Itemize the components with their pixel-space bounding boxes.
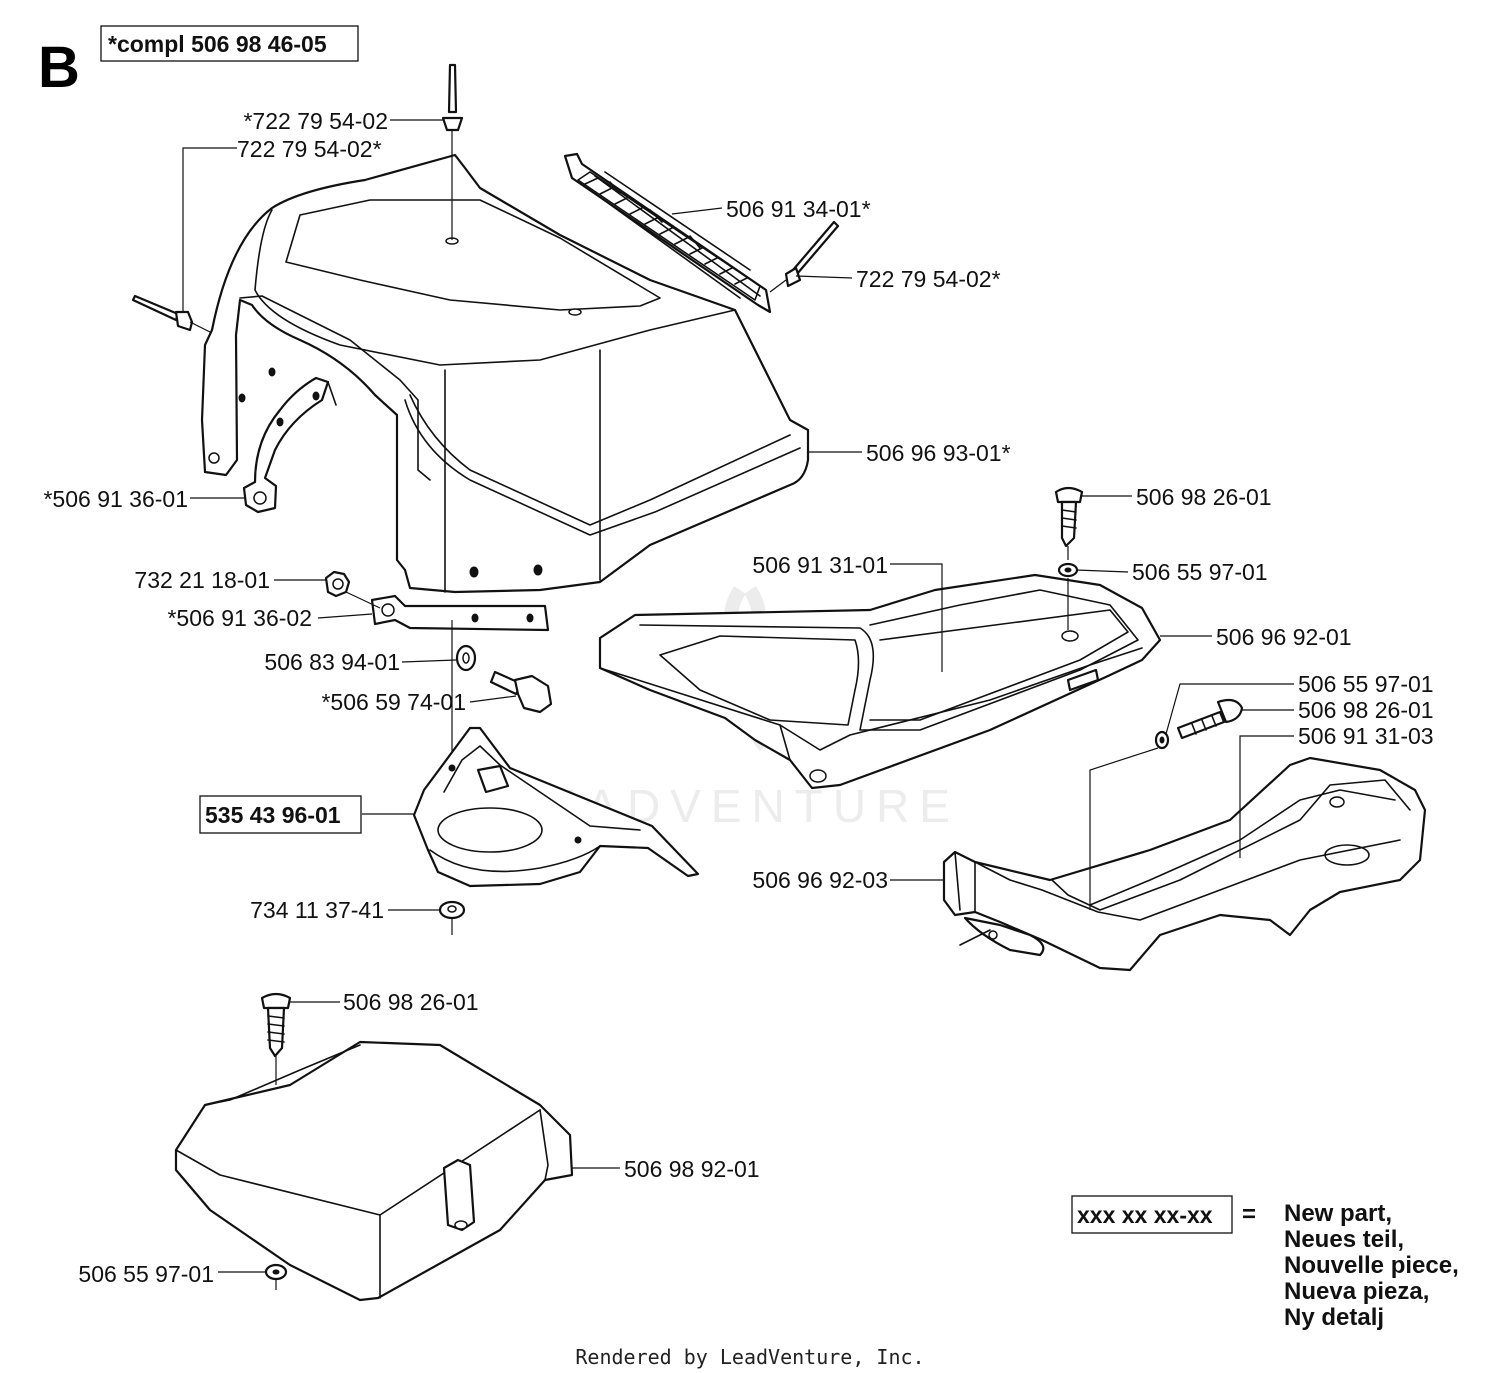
label-washer-e[interactable]: 506 55 97-01 [78, 1261, 214, 1287]
assembly-label[interactable]: *compl 506 98 46-05 [108, 31, 327, 57]
label-washer-b[interactable]: 506 55 97-01 [1298, 671, 1434, 697]
legend-line-3: Nouvelle piece, [1284, 1252, 1459, 1279]
cover-right-part[interactable] [942, 756, 1427, 972]
label-washer-a[interactable]: 506 55 97-01 [1132, 559, 1268, 585]
washer-d-part[interactable] [438, 900, 466, 920]
label-bracket-lower[interactable]: *506 91 36-02 [167, 605, 312, 631]
box-cover-part[interactable] [174, 1040, 574, 1302]
legend-line-2: Neues teil, [1284, 1226, 1404, 1253]
label-knob-a[interactable]: 506 98 26-01 [1136, 484, 1272, 510]
bracket-lower-part[interactable] [370, 594, 550, 632]
washer-a-part[interactable] [1057, 562, 1079, 578]
knob-a-part[interactable] [1054, 486, 1084, 548]
label-panel-b[interactable]: 506 96 92-03 [752, 867, 888, 893]
label-panel-a[interactable]: 506 96 92-01 [1216, 624, 1352, 650]
leader-lines [182, 119, 1294, 1273]
label-rivet-right[interactable]: 722 79 54-02* [856, 266, 1001, 292]
label-funnel[interactable]: 535 43 96-01 [205, 802, 341, 828]
bracket-left-part[interactable] [242, 376, 337, 514]
rivet-left-part[interactable] [131, 294, 194, 332]
label-cover-center[interactable]: 506 91 31-01 [752, 552, 888, 578]
funnel-new-part-box [199, 795, 362, 834]
label-screw[interactable]: *506 59 74-01 [321, 689, 466, 715]
washer-c-part[interactable] [455, 644, 477, 672]
screw-part[interactable] [489, 670, 553, 714]
label-washer-c[interactable]: 506 83 94-01 [264, 649, 400, 675]
washer-b-part[interactable] [1154, 730, 1170, 750]
hood-part[interactable] [200, 153, 810, 594]
label-bracket-left[interactable]: *506 91 36-01 [43, 486, 188, 512]
footer-credit: Rendered by LeadVenture, Inc. [575, 1345, 924, 1369]
section-letter: B [38, 35, 80, 100]
label-nut[interactable]: 732 21 18-01 [134, 567, 270, 593]
legend: xxx xx xx-xx = New part, Neues teil, Nou… [1071, 1195, 1459, 1331]
label-knob-c[interactable]: 506 98 26-01 [343, 989, 479, 1015]
legend-code-box [1071, 1195, 1233, 1234]
legend-line-4: Nueva pieza, [1284, 1278, 1429, 1305]
rivet-top-part[interactable] [441, 63, 464, 132]
grille-part[interactable] [563, 152, 772, 314]
legend-equals: = [1242, 1201, 1256, 1228]
knob-c-part[interactable] [260, 992, 292, 1058]
legend-line-1: New part, [1284, 1200, 1392, 1227]
label-cover-right[interactable]: 506 91 31-03 [1298, 723, 1434, 749]
label-grille[interactable]: 506 91 34-01* [726, 196, 871, 222]
label-washer-d[interactable]: 734 11 37-41 [250, 897, 384, 923]
knob-b-part[interactable] [1176, 698, 1244, 740]
label-box-cover[interactable]: 506 98 92-01 [624, 1156, 760, 1182]
nut-part[interactable] [324, 570, 351, 598]
label-rivet-top[interactable]: *722 79 54-02 [243, 108, 388, 134]
label-hood[interactable]: 506 96 93-01* [866, 440, 1011, 466]
rivet-right-part[interactable] [784, 220, 840, 288]
label-knob-b[interactable]: 506 98 26-01 [1298, 697, 1434, 723]
legend-code: xxx xx xx-xx [1077, 1202, 1213, 1228]
cover-center-part[interactable] [598, 573, 1162, 790]
assembly-box [100, 25, 359, 62]
washer-e-part[interactable] [264, 1263, 288, 1281]
funnel-part[interactable] [412, 726, 700, 888]
label-rivet-left[interactable]: 722 79 54-02* [237, 136, 382, 162]
legend-line-5: Ny detalj [1284, 1304, 1384, 1331]
